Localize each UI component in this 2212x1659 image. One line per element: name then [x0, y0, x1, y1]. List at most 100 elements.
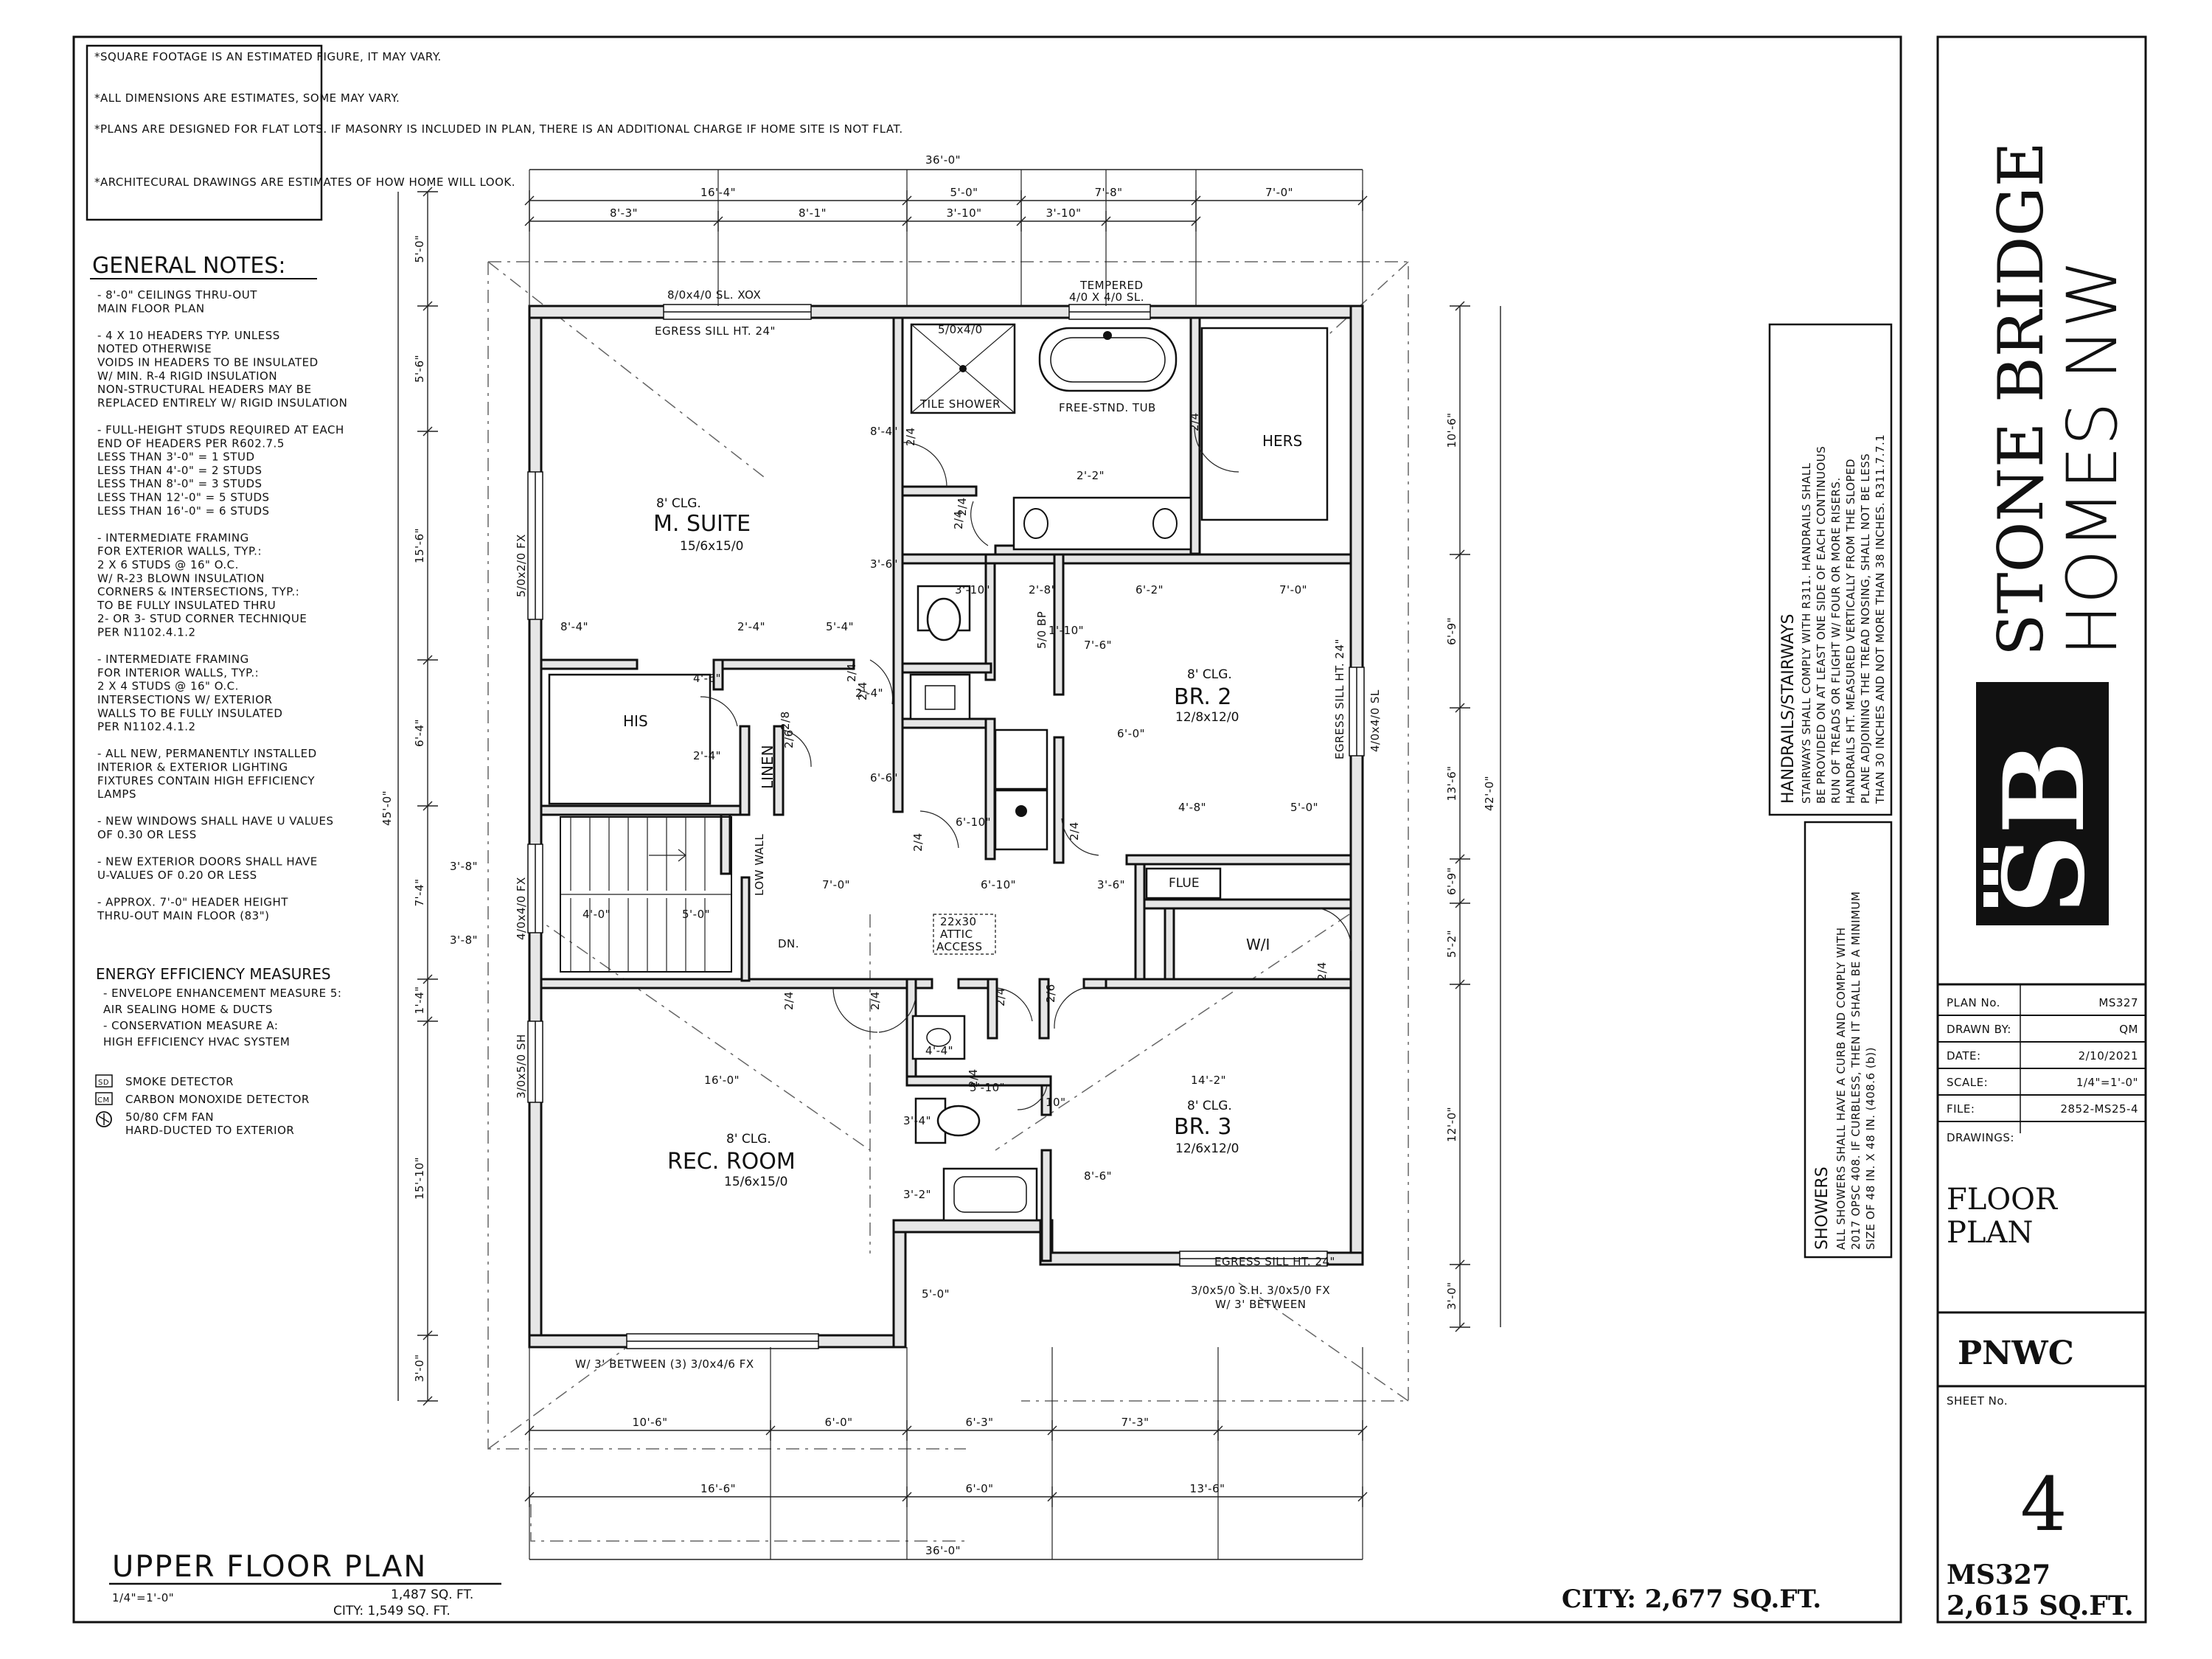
legend-sd-label: SMOKE DETECTOR [125, 1075, 234, 1088]
dim-bottom-2: 6'-0" [965, 1482, 993, 1495]
svg-text:SD: SD [98, 1079, 109, 1087]
disclaimer-box: *SQUARE FOOTAGE IS AN ESTIMATED FIGURE, … [86, 44, 903, 221]
general-note-line: U-VALUES OF 0.20 OR LESS [97, 869, 257, 882]
energy-line-2: AIR SEALING HOME & DUCTS [103, 1003, 273, 1016]
attic-label-3: ACCESS [936, 940, 982, 953]
tub-label: FREE-STND. TUB [1059, 401, 1156, 414]
rec-name: REC. ROOM [667, 1149, 796, 1175]
dim-left: 5'-6" [413, 355, 426, 383]
dim-inner: 6'-2" [1135, 583, 1164, 597]
svg-text:*SQUARE FOOTAGE IS AN ESTIMATE: *SQUARE FOOTAGE IS AN ESTIMATED FIGURE, … [94, 50, 442, 63]
wall-br2-top [984, 553, 1352, 565]
bottom-win-note-3: W/ 3' BETWEEN (3) 3/0x4/6 FX [575, 1357, 754, 1371]
plan-title: UPPER FLOOR PLAN 1/4"=1'-0" 1,487 SQ. FT… [109, 1550, 1821, 1618]
win-left-note-3: 3/0x5/0 SH [515, 1034, 528, 1099]
egress-br2: EGRESS SILL HT. 24" [1333, 639, 1346, 759]
title-block: FLOOR PLAN DRAWINGS: PNWC SHEET No. 4 MS… [1938, 983, 2146, 1621]
plan-title-text: UPPER FLOOR PLAN [112, 1550, 427, 1584]
legend-cm-label: CARBON MONOXIDE DETECTOR [125, 1093, 310, 1106]
general-note-line: REPLACED ENTIRELY W/ RIGID INSULATION [97, 396, 347, 409]
dim-inner: 5'-10" [970, 1081, 1005, 1094]
dim-top-2: 3'-10" [1046, 206, 1081, 220]
dim-inner: 2'-2" [1077, 469, 1105, 482]
dim-inner: 3'-10" [955, 583, 990, 597]
plan-name: MS327 [1947, 1559, 2051, 1590]
disclaimer-2: *ALL DIMENSIONS ARE ESTIMATES, SOME MAY … [94, 91, 400, 105]
dim-left: 3'-0" [413, 1354, 426, 1382]
plan-sqft: 2,615 SQ.FT. [1947, 1590, 2134, 1621]
free-standing-tub [1038, 327, 1178, 392]
tile-shower-label: TILE SHOWER [919, 397, 1001, 411]
dim-inner: 6'-6" [870, 771, 898, 785]
disclaimer-3: *PLANS ARE DESIGNED FOR FLAT LOTS. IF MA… [94, 122, 903, 136]
showers-line-1: ALL SHOWERS SHALL HAVE A CURB AND COMPLY… [1834, 927, 1848, 1250]
overall-depth-left: 45'-0" [380, 790, 394, 826]
dim-inner: 3'-6" [870, 557, 898, 571]
win-top-note: 8/0x4/0 SL. XOX [667, 288, 761, 302]
general-note-line: - INTERMEDIATE FRAMING [97, 531, 249, 544]
br2-ceiling: 8' CLG. [1187, 667, 1232, 682]
handrails-line-6: THAN 30 INCHES AND NOT MORE THAN 38 INCH… [1874, 434, 1887, 804]
win-left-note-2: 4/0x4/0 FX [515, 877, 528, 940]
suite-size: 15/6x15/0 [680, 539, 743, 554]
dim-left: 15'-10" [413, 1157, 426, 1200]
dim-top-1: 7'-0" [1265, 186, 1293, 199]
dim-bottom-1: 6'-3" [965, 1416, 993, 1429]
general-note-line: LESS THAN 12'-0" = 5 STUDS [97, 491, 270, 504]
energy-line-1: - ENVELOPE ENHANCEMENT MEASURE 5: [103, 987, 341, 1000]
dim-inner: 10" [1046, 1096, 1066, 1109]
wall-br2-left [1053, 736, 1065, 864]
dim-left: 1'-4" [413, 986, 426, 1014]
dim-bottom-2: 13'-6" [1189, 1482, 1225, 1495]
disclaimer-1: *SQUARE FOOTAGE IS AN ESTIMATED FIGURE, … [94, 50, 442, 63]
dim-inner: 4'-8" [1178, 801, 1206, 814]
general-note-line: FIXTURES CONTAIN HIGH EFFICIENCY [97, 774, 315, 787]
dim-top-2: 8'-3" [610, 206, 638, 220]
legend-fan-label-2: HARD-DUCTED TO EXTERIOR [125, 1124, 294, 1137]
handrails-line-2: BE PROVIDED ON AT LEAST ONE SIDE OF EACH… [1815, 446, 1828, 804]
showers-box: SHOWERS ALL SHOWERS SHALL HAVE A CURB AN… [1804, 821, 1893, 1259]
dim-inner: 4'-4" [925, 1044, 953, 1057]
dim-left: 7'-4" [413, 878, 426, 906]
dim-top-1: 5'-0" [950, 186, 978, 199]
general-note-line: FOR INTERIOR WALLS, TYP.: [97, 666, 259, 679]
door-size: 2/4 [1188, 412, 1201, 431]
toilet-master [926, 597, 961, 641]
dryer [994, 789, 1048, 851]
rec-ceiling: 8' CLG. [726, 1132, 771, 1147]
low-wall-label: LOW WALL [753, 834, 766, 896]
dim-inner: 1'-10" [1048, 624, 1084, 637]
dim-bottom-1: 10'-6" [632, 1416, 667, 1429]
sheet-label: SHEET No. [1947, 1394, 2008, 1408]
general-note-line: - FULL-HEIGHT STUDS REQUIRED AT EACH [97, 423, 344, 437]
dim-top-2: 8'-1" [799, 206, 827, 220]
dim-top-1: 7'-8" [1094, 186, 1122, 199]
legend-fan-label: 50/80 CFM FAN [125, 1110, 214, 1124]
exterior-wall-left [528, 305, 543, 1349]
dim-inner: 7'-0" [1279, 583, 1307, 597]
exterior-wall-right [1349, 305, 1364, 1266]
wall-stair [720, 813, 731, 875]
general-note-line: - NEW WINDOWS SHALL HAVE U VALUES [97, 815, 333, 828]
general-note-line: MAIN FLOOR PLAN [97, 302, 205, 315]
general-note-line: INTERSECTIONS W/ EXTERIOR [97, 693, 272, 706]
dim-right: 13'-6" [1445, 765, 1458, 801]
dim-bottom-1: 6'-0" [824, 1416, 852, 1429]
fan-icon [96, 1111, 112, 1127]
br3-name: BR. 3 [1174, 1114, 1232, 1140]
general-notes-title: GENERAL NOTES: [92, 253, 286, 279]
dim-bottom-1: 7'-3" [1121, 1416, 1149, 1429]
shower-size: 5/0x4/0 [938, 323, 983, 336]
sink-hall [911, 1015, 966, 1060]
dim-inner: 3'-4" [903, 1114, 931, 1127]
window-notes: 8/0x4/0 SL. XOX TEMPERED 4/0 X 4/0 SL. E… [515, 279, 1382, 1371]
brand-line-1: STONE BRIDGE [1985, 142, 2057, 656]
door-size: 2/4 [1315, 961, 1329, 981]
dim-inner: 8'-4" [870, 425, 898, 438]
titleblock-label: DATE: [1947, 1049, 1981, 1062]
hers-closet-shelf [1200, 327, 1329, 521]
fixtures [548, 323, 1329, 1222]
brand-logo-text: SB [1980, 741, 2110, 914]
tempered-note: TEMPERED [1079, 279, 1144, 292]
